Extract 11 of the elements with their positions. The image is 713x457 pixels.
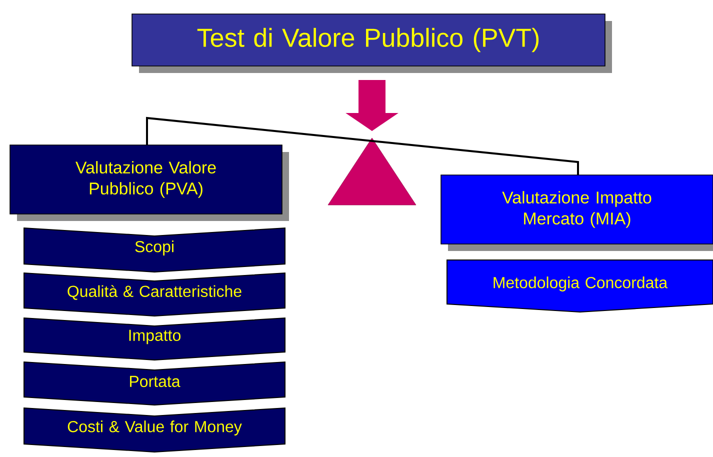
balance-beam (146, 116, 579, 175)
heading-box: Valutazione Valore Pubblico (PVA) (10, 144, 289, 221)
chevron-box: Impatto (24, 317, 286, 360)
chevron-box: Costi & Value for Money (24, 407, 286, 452)
title-box: Test di Valore Pubblico (PVT) (132, 14, 612, 73)
chevron-box: Scopi (24, 227, 286, 272)
fulcrum-triangle (328, 138, 416, 206)
chevron-box: Qualità & Caratteristiche (24, 272, 286, 316)
chevron-box: Metodologia Concordata (446, 259, 713, 312)
chevron-box: Portata (24, 361, 286, 406)
heading-box: Valutazione Impatto Mercato (MIA) (440, 174, 713, 251)
